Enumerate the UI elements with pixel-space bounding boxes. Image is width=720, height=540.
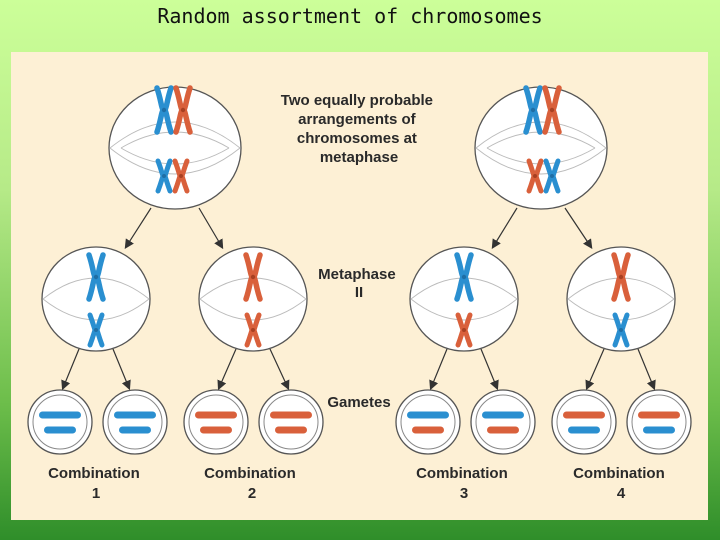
metaphase-ii-cell-2 — [198, 246, 308, 352]
diagram-panel: Two equally probable arrangements of chr… — [11, 52, 708, 520]
gametes-label: Gametes — [327, 394, 390, 411]
metaphase-ii-cell-1 — [41, 246, 151, 352]
meiosis-diagram: Two equally probable arrangements of chr… — [27, 52, 692, 502]
metaphase-ii-cell-3 — [409, 246, 519, 352]
gamete-4b — [626, 389, 692, 455]
combination-3-label: Combination 3 — [416, 465, 512, 502]
metaphase-ii-cell-4 — [566, 246, 676, 352]
gamete-4a — [551, 389, 617, 455]
metaphase-cell-right — [474, 87, 608, 210]
combination-1-label: Combination 1 — [48, 465, 144, 502]
gamete-2b — [258, 389, 324, 455]
gamete-3a — [395, 389, 461, 455]
metaphase-cell-left — [108, 87, 242, 210]
combination-2-label: Combination 2 — [204, 465, 300, 502]
gamete-1b — [102, 389, 168, 455]
arrangements-label: Two equally probable arrangements of chr… — [281, 92, 437, 166]
metaphase-ii-label: Metaphase II — [318, 266, 400, 301]
combination-4-label: Combination 4 — [573, 465, 669, 502]
gamete-3b — [470, 389, 536, 455]
gamete-2a — [183, 389, 249, 455]
gamete-1a — [27, 389, 93, 455]
slide-title: Random assortment of chromosomes — [157, 4, 543, 28]
